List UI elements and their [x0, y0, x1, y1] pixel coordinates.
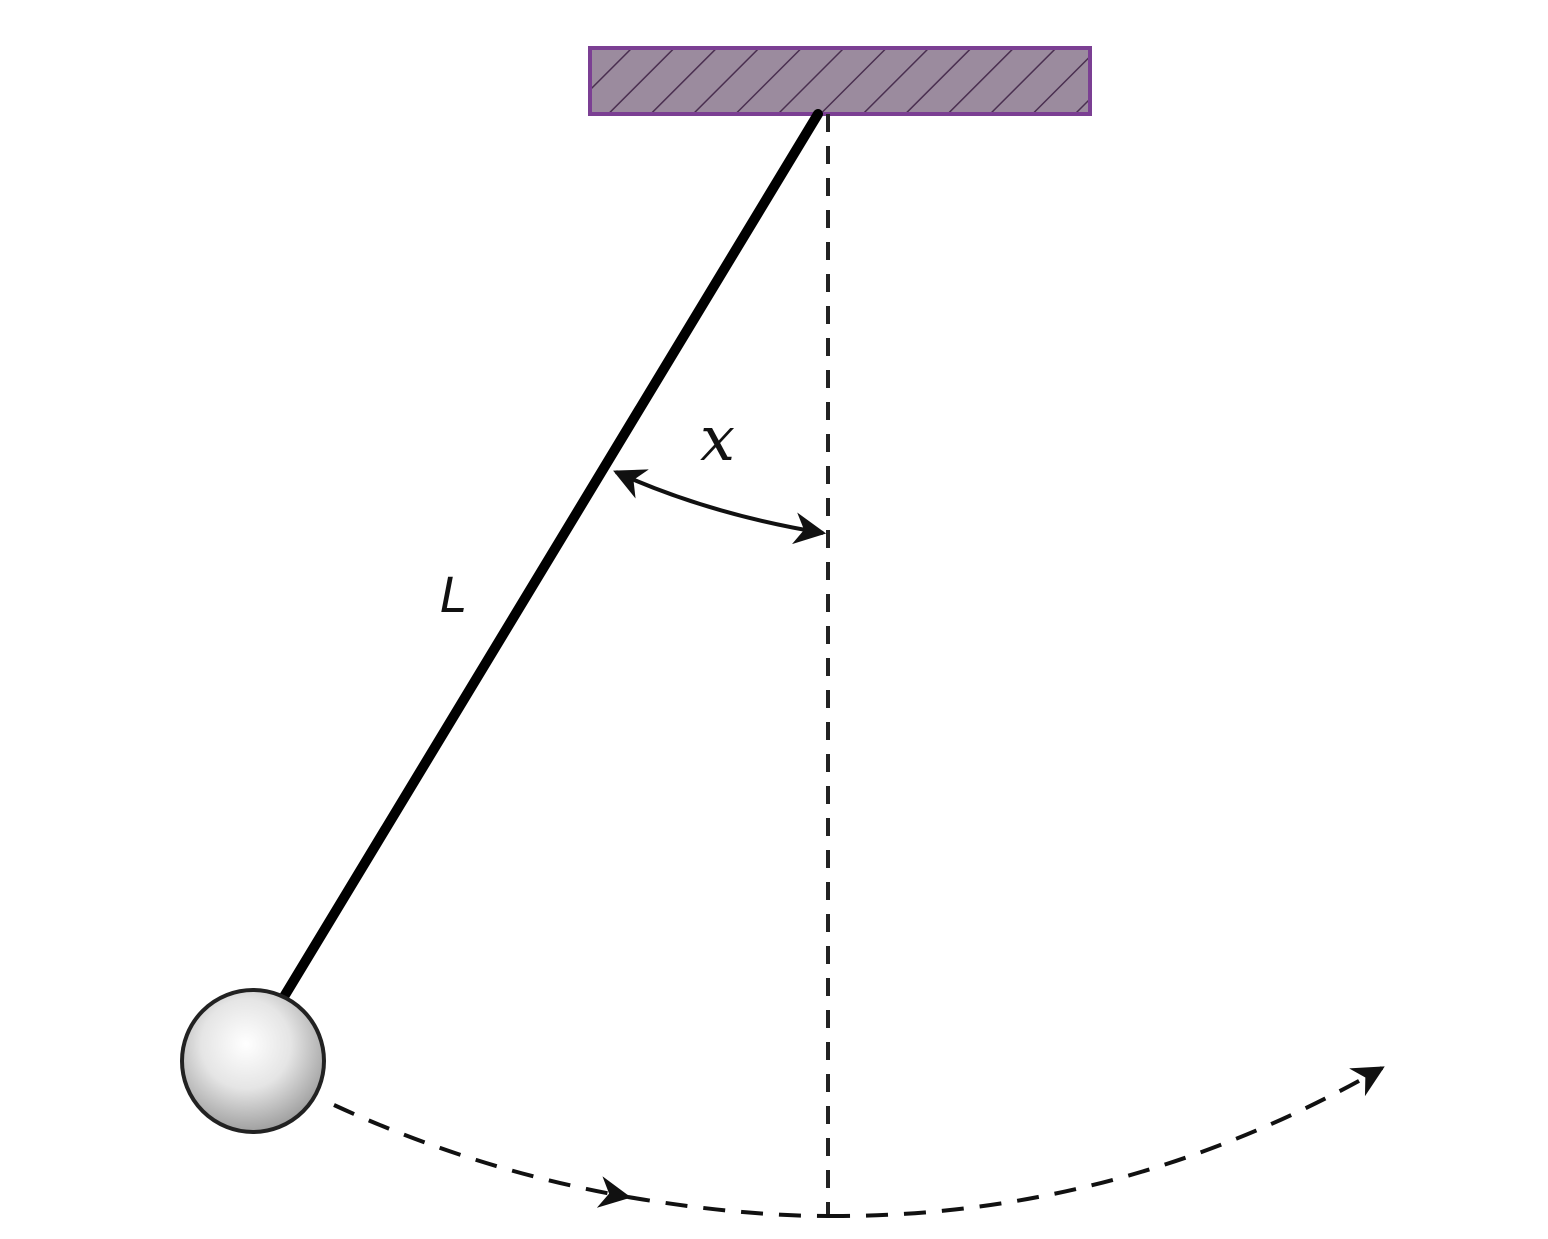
angle-arc [613, 469, 827, 545]
motion-arc-right [827, 1066, 1385, 1219]
support-bar [588, 46, 1092, 116]
motion-arc-left [333, 1103, 632, 1208]
pendulum-rod [277, 109, 823, 1005]
length-label: L [440, 568, 467, 624]
angle-label: x [700, 402, 735, 475]
pendulum-bob [180, 988, 326, 1134]
motion-arc-bottom [627, 1195, 829, 1218]
